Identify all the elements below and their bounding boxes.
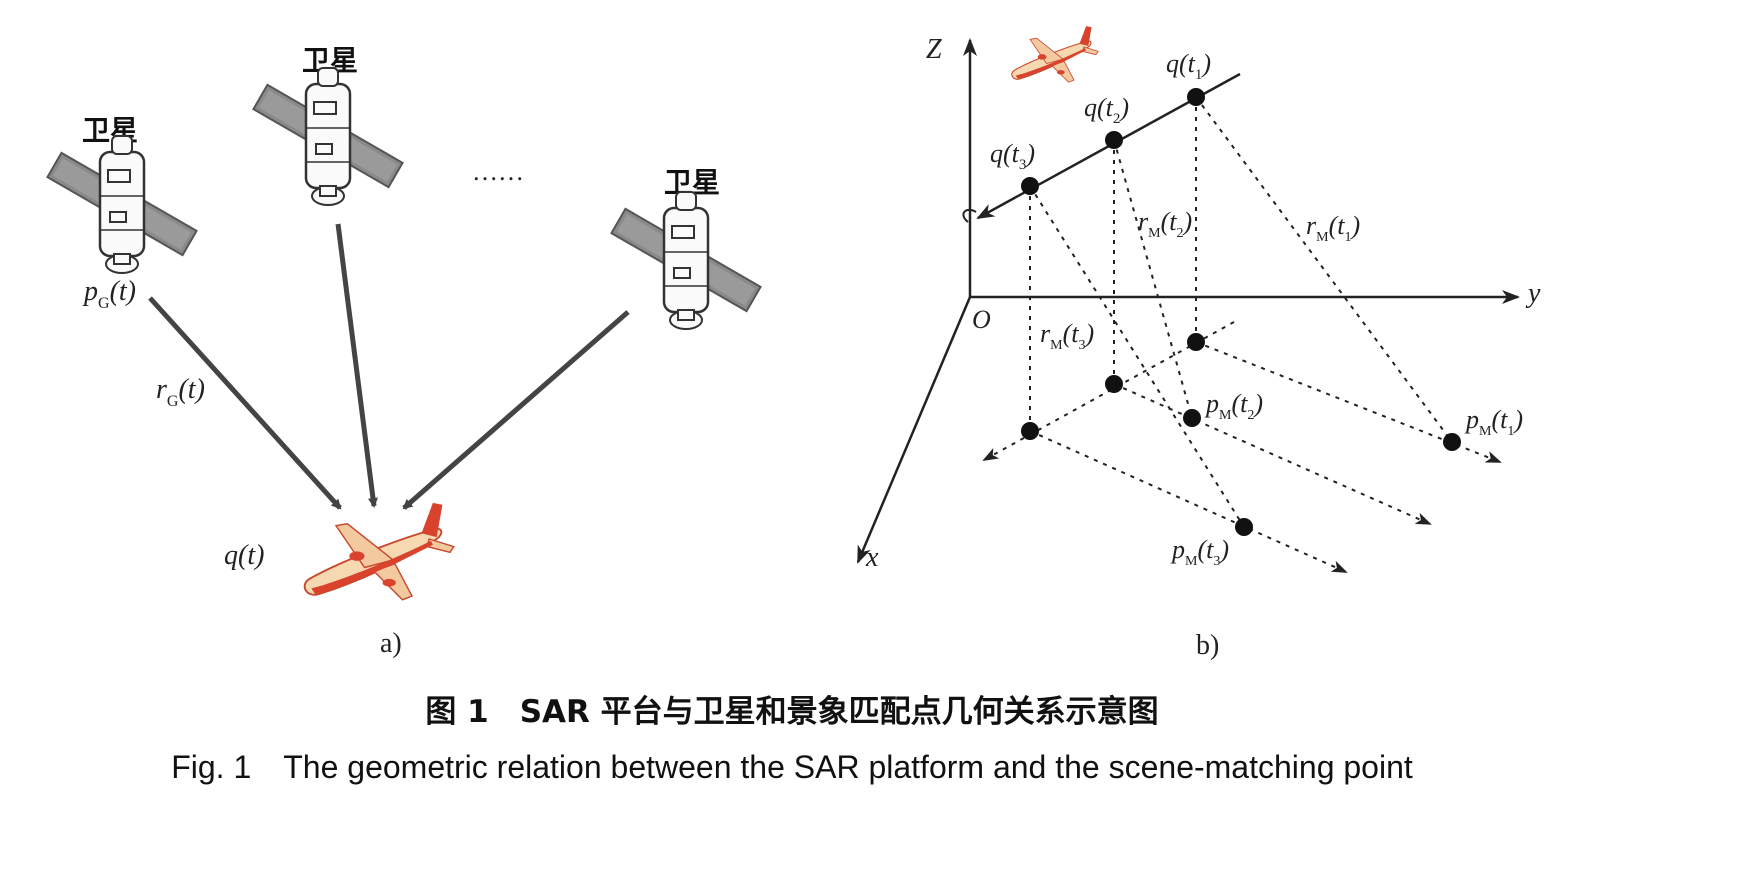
- panel-a: 卫星 卫星 卫星 …… pG(t) rG(t) q(t) a): [46, 44, 762, 659]
- range-t3: [1029, 185, 1245, 528]
- point-q-t3: [1021, 177, 1039, 195]
- label-r-t3: rM(t3): [1040, 319, 1094, 353]
- axis-x-label: x: [865, 542, 879, 573]
- range-t1: [1195, 96, 1453, 443]
- ellipsis: ……: [472, 157, 524, 186]
- label-r-t2: rM(t2): [1138, 207, 1192, 241]
- point-q-t2: [1105, 131, 1123, 149]
- point-p-t3: [1235, 518, 1253, 536]
- ground-point-t3: [1021, 422, 1039, 440]
- axis-z-label: Z: [926, 34, 942, 65]
- label-q-t1: q(t1): [1166, 49, 1211, 83]
- satellite-icon: [610, 190, 762, 331]
- rotation-icon: [962, 208, 977, 223]
- airplane-icon: [303, 501, 455, 601]
- label-r-t1: rM(t1): [1306, 211, 1360, 245]
- panel-b-caption: b): [1196, 630, 1219, 661]
- point-p-t1: [1443, 433, 1461, 451]
- ground-point-t2: [1105, 375, 1123, 393]
- r-g-label: rG(t): [156, 374, 205, 410]
- airplane-icon: [1011, 25, 1099, 83]
- q-t-label: q(t): [224, 540, 264, 571]
- x-axis: [856, 296, 972, 564]
- panel-a-caption: a): [380, 628, 402, 659]
- ground-point-t1: [1187, 333, 1205, 351]
- label-p-t3: pM(t3): [1170, 535, 1229, 569]
- label-p-t2: pM(t2): [1204, 389, 1263, 423]
- origin-label: O: [972, 305, 991, 334]
- arrow-satellite-3: [402, 310, 630, 510]
- point-q-t1: [1187, 88, 1205, 106]
- arrow-satellite-1: [148, 296, 342, 510]
- caption-cn: 图 1 SAR 平台与卫星和景象匹配点几何关系示意图: [425, 694, 1158, 730]
- satellite-icon: [252, 66, 404, 207]
- label-p-t1: pM(t1): [1464, 405, 1523, 439]
- range-t2: [1113, 139, 1193, 419]
- direction-line-2: [1113, 383, 1432, 525]
- panel-b: Z y x O q(t1): [856, 25, 1541, 661]
- satellite-icon: [46, 134, 198, 275]
- point-p-t2: [1183, 409, 1201, 427]
- p-g-label: pG(t): [82, 276, 136, 312]
- label-q-t2: q(t2): [1084, 93, 1129, 127]
- arrow-satellite-2: [335, 223, 378, 508]
- caption-en: Fig. 1 The geometric relation between th…: [171, 749, 1413, 785]
- axis-y-label: y: [1525, 278, 1541, 309]
- label-q-t3: q(t3): [990, 139, 1035, 173]
- direction-line-3: [1029, 430, 1348, 573]
